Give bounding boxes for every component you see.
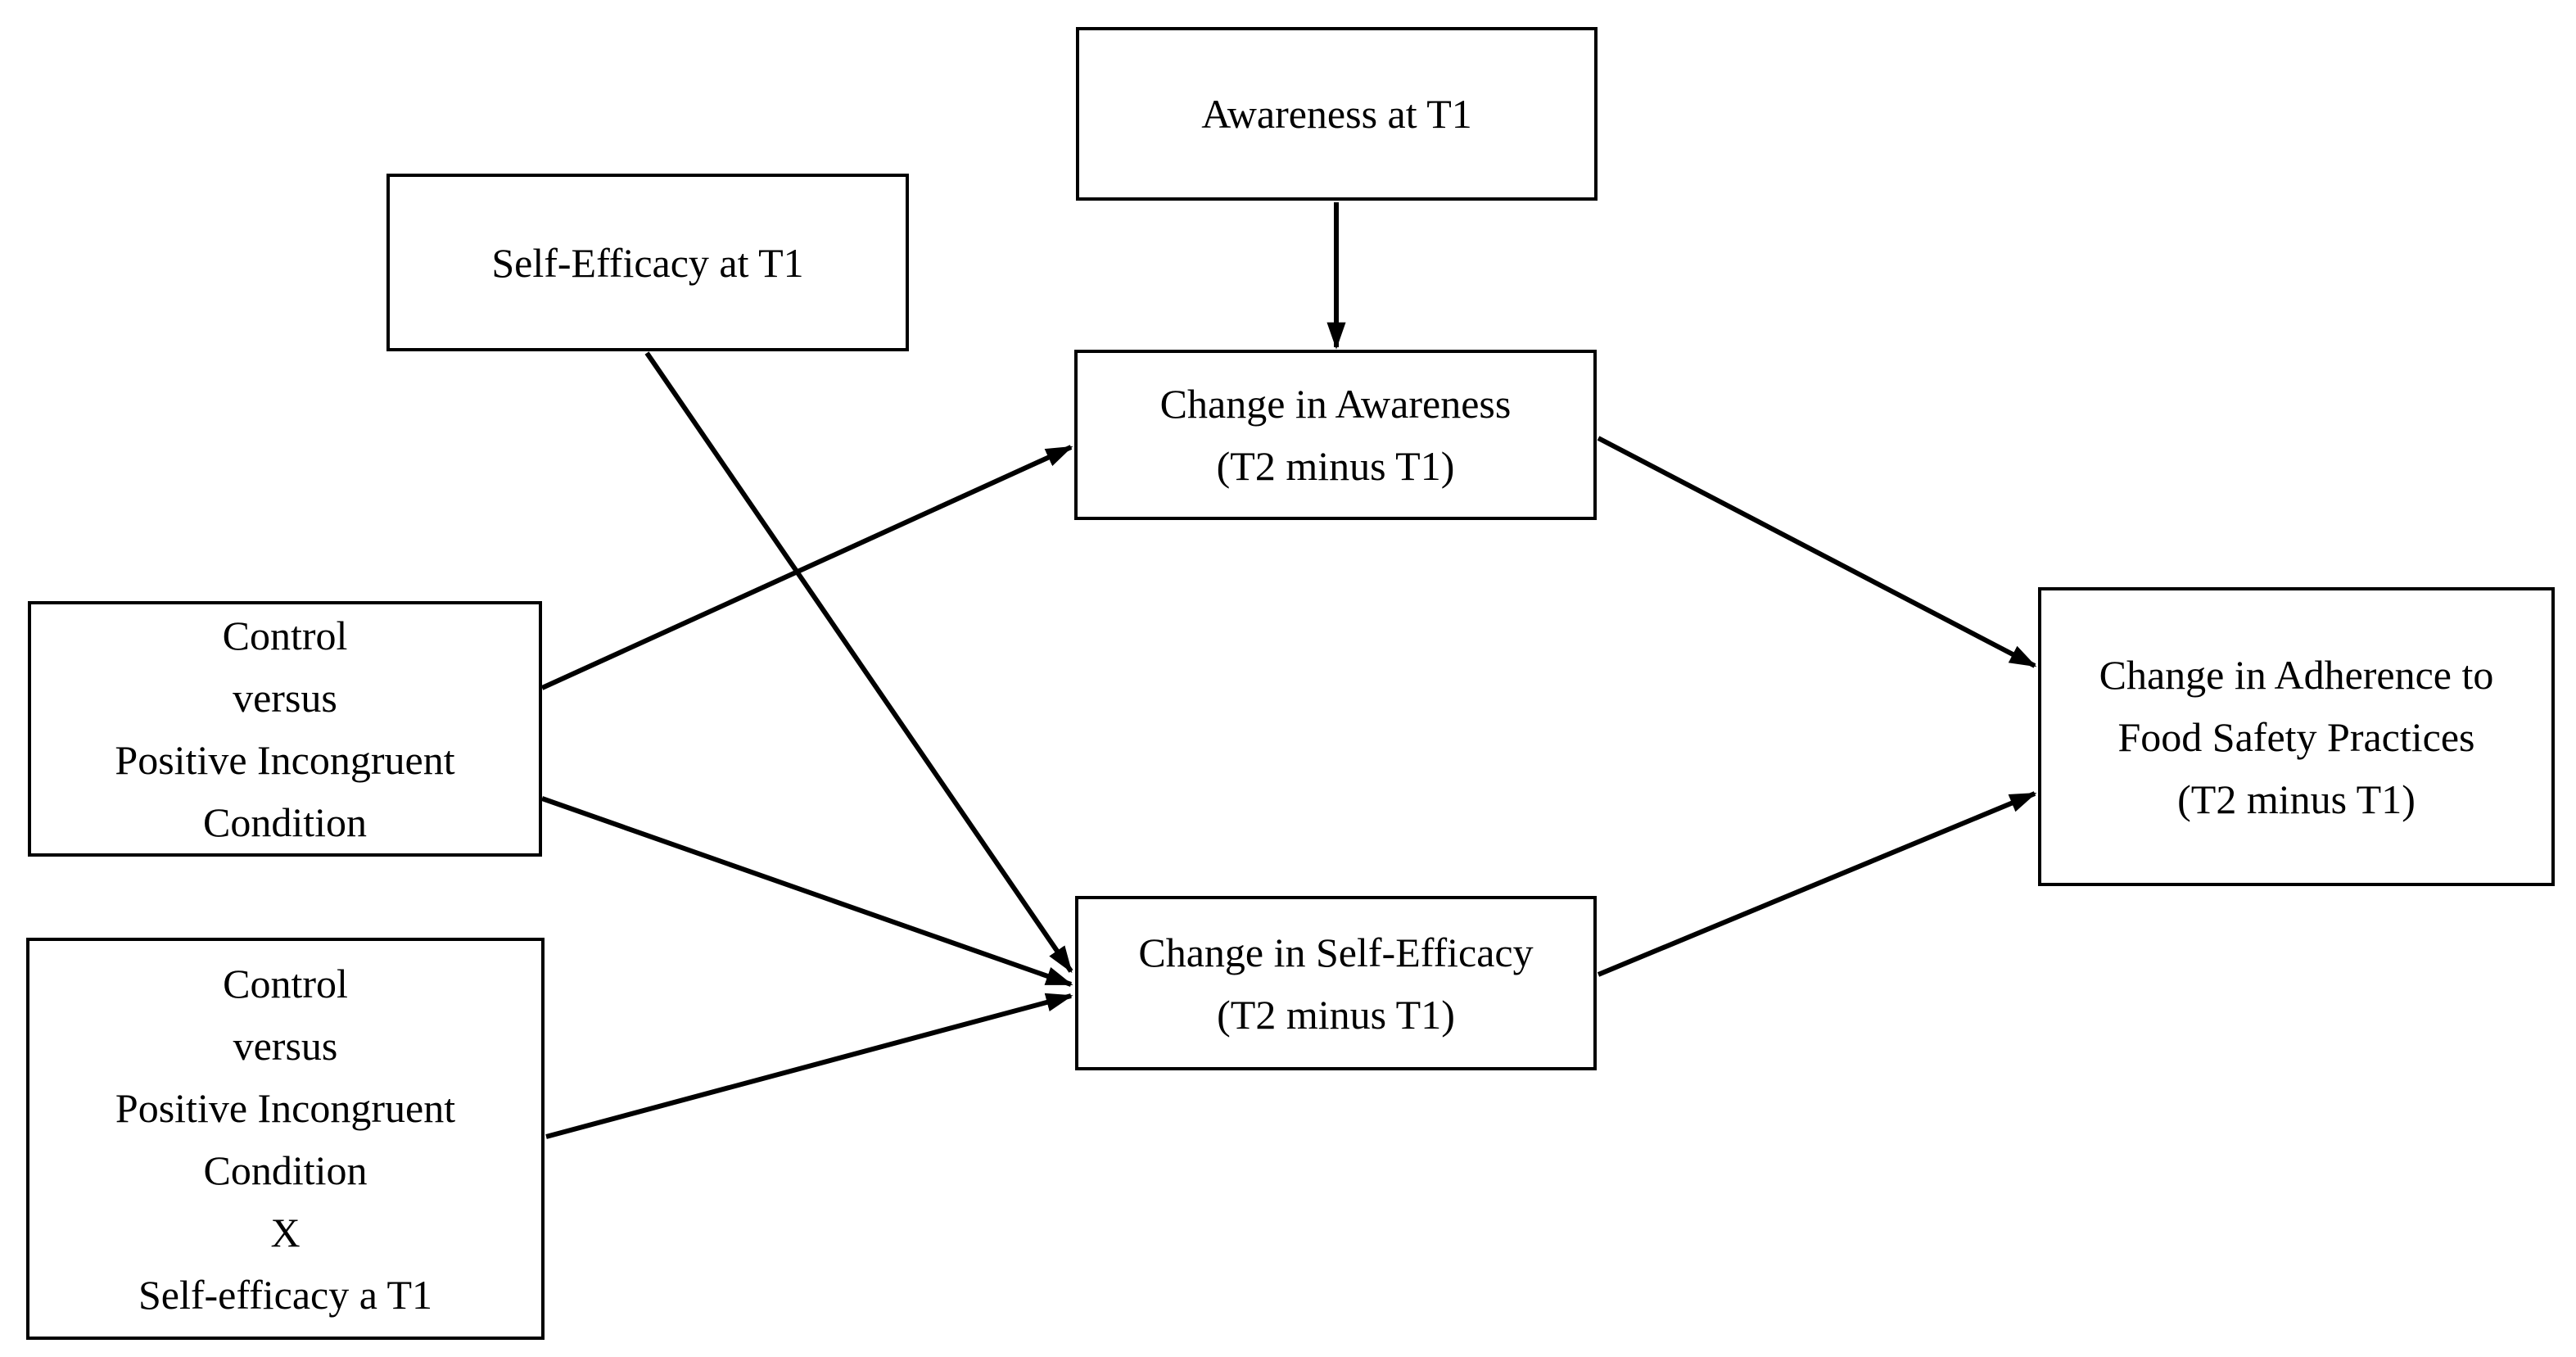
node-condition-label: Control versus Positive Incongruent Cond…: [115, 613, 455, 845]
edge-condition-to-change-self-efficacy: [541, 796, 1073, 987]
node-awareness-t1: Awareness at T1: [1076, 27, 1598, 201]
edge-condition-to-change-awareness: [540, 445, 1073, 690]
node-change-adherence: Change in Adherence to Food Safety Pract…: [2038, 587, 2555, 886]
node-awareness-t1-label: Awareness at T1: [1201, 91, 1472, 137]
node-condition-x-self-efficacy-label: Control versus Positive Incongruent Cond…: [115, 960, 456, 1318]
node-change-awareness: Change in Awareness (T2 minus T1): [1074, 350, 1597, 520]
node-change-awareness-label: Change in Awareness (T2 minus T1): [1159, 381, 1512, 489]
node-condition: Control versus Positive Incongruent Cond…: [28, 601, 542, 857]
node-self-efficacy-t1-label: Self-Efficacy at T1: [491, 239, 804, 286]
node-self-efficacy-t1: Self-Efficacy at T1: [386, 174, 909, 351]
node-change-self-efficacy-label: Change in Self-Efficacy (T2 minus T1): [1138, 929, 1534, 1038]
edge-interaction-to-change-self-efficacy: [545, 993, 1073, 1139]
edge-change-self-efficacy-to-adherence: [1597, 791, 2037, 977]
node-condition-x-self-efficacy: Control versus Positive Incongruent Cond…: [26, 938, 545, 1340]
edge-self-efficacy-t1-to-change-self-efficacy: [644, 351, 1073, 974]
node-change-adherence-label: Change in Adherence to Food Safety Pract…: [2099, 651, 2494, 822]
node-change-self-efficacy: Change in Self-Efficacy (T2 minus T1): [1075, 896, 1597, 1070]
edge-change-awareness-to-adherence: [1597, 436, 2037, 668]
